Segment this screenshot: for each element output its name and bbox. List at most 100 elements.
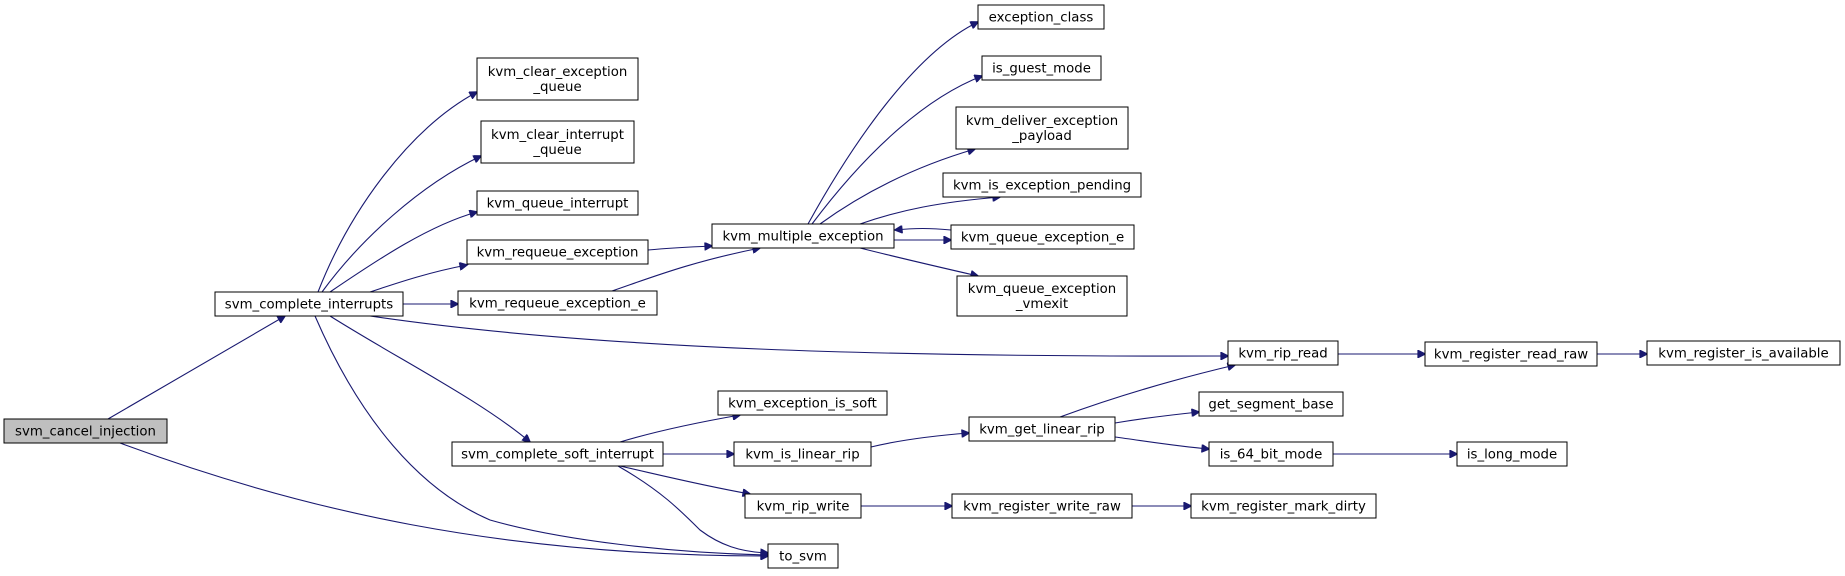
node-label: kvm_register_read_raw [1434, 348, 1588, 363]
node-label: svm_complete_interrupts [225, 298, 393, 313]
node-box [457, 290, 658, 316]
node-label: kvm_clear_interrupt [491, 128, 624, 143]
node-kvm-clear-exception-queue[interactable]: kvm_clear_exception_queue [476, 57, 639, 101]
node-label: get_segment_base [1208, 398, 1333, 413]
node-box [466, 239, 649, 265]
node-label: kvm_rip_read [1238, 347, 1327, 362]
node-kvm-requeue-exception[interactable]: kvm_requeue_exception [466, 239, 649, 265]
node-box [1208, 441, 1334, 467]
edge-svm-complete-soft-interrupt-to-to-svm [617, 465, 768, 553]
edge-kvm-multiple-exception-to-kvm-deliver-exception-payload [819, 149, 975, 225]
node-box [950, 224, 1135, 250]
edge-kvm-get-linear-rip-to-get-segment-base [1114, 412, 1199, 424]
node-box [1424, 341, 1598, 367]
node-label: svm_complete_soft_interrupt [461, 448, 654, 463]
edge-svm-complete-interrupts-to-kvm-rip-read [369, 315, 1228, 356]
edge-kvm-is-linear-rip-to-kvm-get-linear-rip [870, 433, 969, 448]
node-kvm-queue-exception-vmexit[interactable]: kvm_queue_exception_vmexit [956, 275, 1128, 317]
call-nodes: svm_cancel_injection svm_complete_interru… [3, 4, 1841, 569]
node-label: kvm_exception_is_soft [728, 397, 877, 412]
node-kvm-register-read-raw[interactable]: kvm_register_read_raw [1424, 341, 1598, 367]
node-kvm-rip-write[interactable]: kvm_rip_write [744, 493, 862, 519]
node-label: kvm_queue_interrupt [487, 197, 629, 212]
node-box [942, 172, 1142, 198]
edge-svm-cancel-injection-to-to-svm [119, 442, 768, 556]
node-to-svm[interactable]: to_svm [767, 543, 839, 569]
node-exception-class[interactable]: exception_class [977, 4, 1105, 30]
node-kvm-is-linear-rip[interactable]: kvm_is_linear_rip [733, 441, 872, 467]
node-box [1456, 441, 1568, 467]
node-box [717, 390, 888, 416]
node-label: _queue [532, 143, 581, 158]
node-box [744, 493, 862, 519]
edge-kvm-get-linear-rip-to-kvm-rip-read [1059, 365, 1235, 418]
node-label: is_long_mode [1467, 448, 1557, 463]
node-svm-complete-soft-interrupt[interactable]: svm_complete_soft_interrupt [451, 441, 664, 467]
node-svm-complete-interrupts[interactable]: svm_complete_interrupts [214, 291, 404, 317]
node-label: kvm_deliver_exception [966, 114, 1118, 129]
node-kvm-exception-is-soft[interactable]: kvm_exception_is_soft [717, 390, 888, 416]
node-kvm-deliver-exception-payload[interactable]: kvm_deliver_exception_payload [955, 106, 1129, 150]
node-label: kvm_requeue_exception [477, 246, 639, 261]
edge-svm-complete-soft-interrupt-to-kvm-rip-write [619, 465, 750, 494]
node-label: kvm_rip_write [757, 500, 850, 515]
node-kvm-register-is-available[interactable]: kvm_register_is_available [1646, 340, 1841, 366]
node-box [480, 120, 635, 164]
node-box [476, 57, 639, 101]
node-box [955, 106, 1129, 150]
node-kvm-get-linear-rip[interactable]: kvm_get_linear_rip [968, 416, 1116, 442]
node-label: kvm_is_linear_rip [745, 448, 859, 463]
node-label: kvm_is_exception_pending [953, 179, 1131, 194]
node-is-64-bit-mode[interactable]: is_64_bit_mode [1208, 441, 1334, 467]
node-kvm-is-exception-pending[interactable]: kvm_is_exception_pending [942, 172, 1142, 198]
edge-svm-complete-interrupts-to-kvm-clear-exception-queue [317, 92, 477, 293]
node-box [214, 291, 404, 317]
node-kvm-register-mark-dirty[interactable]: kvm_register_mark_dirty [1190, 493, 1377, 519]
node-kvm-multiple-exception[interactable]: kvm_multiple_exception [711, 223, 895, 249]
node-box [451, 441, 664, 467]
node-box [1227, 340, 1339, 366]
node-label: kvm_get_linear_rip [979, 423, 1105, 438]
node-label: _payload [1011, 129, 1072, 144]
node-is-guest-mode[interactable]: is_guest_mode [981, 55, 1102, 81]
node-label: exception_class [989, 11, 1094, 26]
node-kvm-clear-interrupt-queue[interactable]: kvm_clear_interrupt_queue [480, 120, 635, 164]
edge-kvm-requeue-exception-to-kvm-multiple-exception [647, 246, 712, 251]
node-box [3, 418, 168, 444]
node-box [1190, 493, 1377, 519]
node-label: svm_cancel_injection [15, 425, 156, 440]
call-edges [107, 22, 1647, 556]
edge-svm-complete-interrupts-to-svm-complete-soft-interrupt [329, 315, 530, 442]
node-label: is_64_bit_mode [1220, 448, 1323, 463]
edge-svm-complete-interrupts-to-kvm-queue-interrupt [329, 212, 477, 293]
node-is-long-mode[interactable]: is_long_mode [1456, 441, 1568, 467]
edge-kvm-multiple-exception-to-is-guest-mode [811, 76, 982, 225]
node-svm-cancel-injection: svm_cancel_injection [3, 418, 168, 444]
edge-svm-complete-interrupts-to-to-svm [314, 315, 768, 555]
node-kvm-rip-read[interactable]: kvm_rip_read [1227, 340, 1339, 366]
edge-kvm-queue-exception-e-to-kvm-multiple-exception [895, 229, 952, 231]
node-box [476, 190, 639, 216]
node-label: to_svm [779, 550, 827, 565]
node-box [951, 493, 1133, 519]
edge-kvm-multiple-exception-to-kvm-is-exception-pending [859, 197, 1000, 225]
node-label: _vmexit [1015, 297, 1068, 312]
node-label: kvm_register_write_raw [963, 500, 1121, 515]
node-box [981, 55, 1102, 81]
edge-kvm-multiple-exception-to-exception-class [807, 22, 978, 225]
node-label: kvm_queue_exception [968, 282, 1116, 297]
node-label: _queue [532, 80, 581, 95]
node-label: kvm_register_mark_dirty [1201, 500, 1366, 515]
node-get-segment-base[interactable]: get_segment_base [1198, 391, 1344, 417]
edge-kvm-multiple-exception-to-kvm-queue-exception-vmexit [859, 247, 978, 276]
edge-svm-complete-soft-interrupt-to-kvm-exception-is-soft [619, 415, 740, 443]
node-kvm-queue-exception-e[interactable]: kvm_queue_exception_e [950, 224, 1135, 250]
node-box [711, 223, 895, 249]
node-label: kvm_requeue_exception_e [469, 297, 646, 312]
node-kvm-requeue-exception-e[interactable]: kvm_requeue_exception_e [457, 290, 658, 316]
node-kvm-queue-interrupt[interactable]: kvm_queue_interrupt [476, 190, 639, 216]
node-kvm-register-write-raw[interactable]: kvm_register_write_raw [951, 493, 1133, 519]
node-box [1198, 391, 1344, 417]
node-label: kvm_clear_exception [488, 65, 628, 80]
